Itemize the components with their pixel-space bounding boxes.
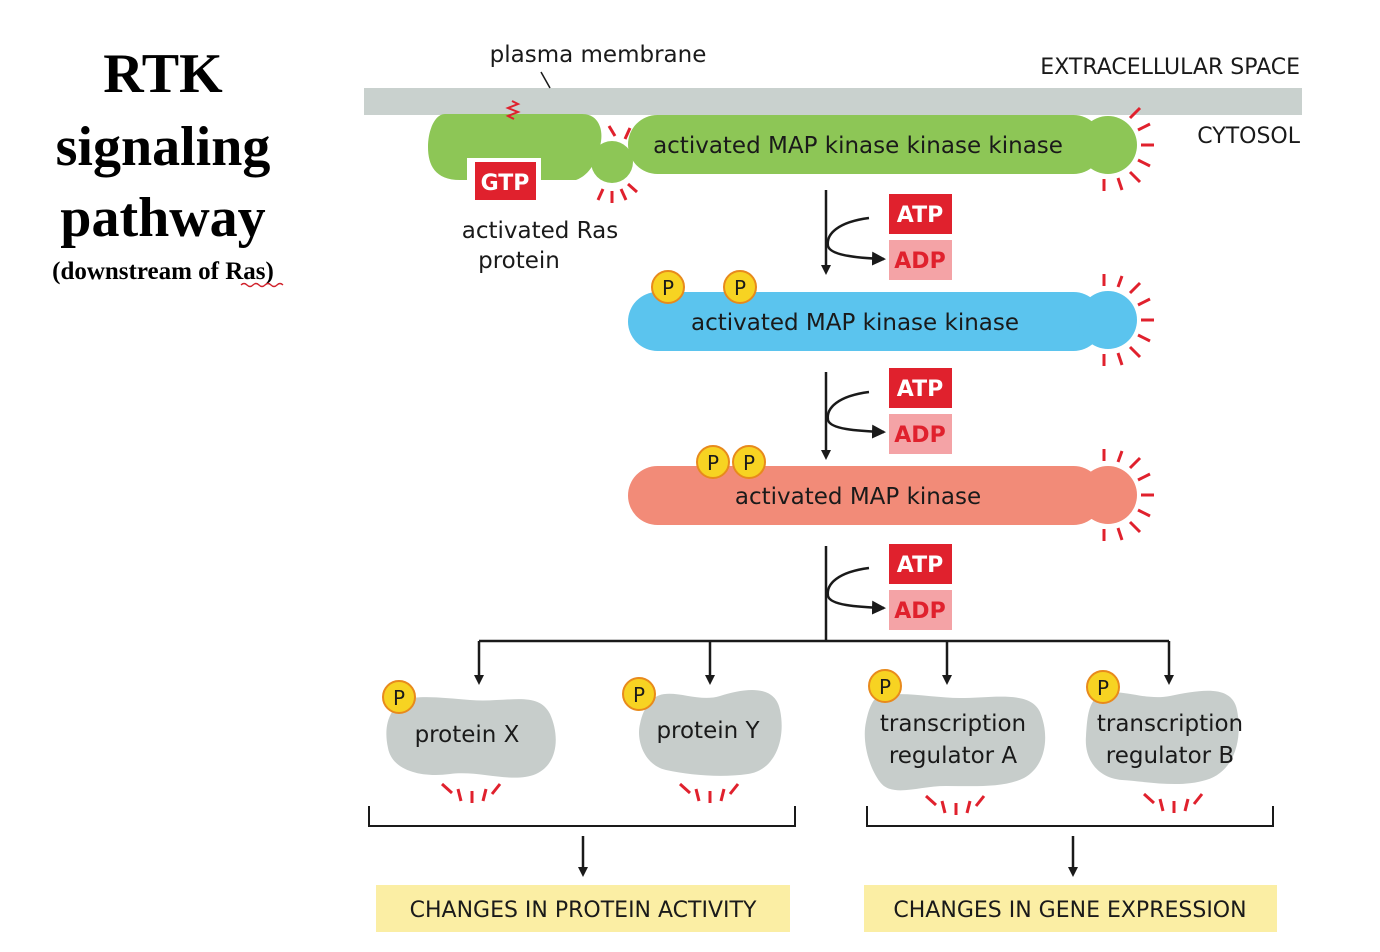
title-line-3: pathway: [60, 187, 265, 249]
phosphate-icon: P: [868, 669, 902, 703]
reg-b-activity-rays: [1142, 792, 1204, 813]
phosphate-icon: P: [622, 677, 656, 711]
title-subtitle: (downstream of Ras): [52, 258, 274, 285]
mapk-protein: activated MAP kinase P P: [628, 445, 1154, 541]
adp-badge-3: [889, 590, 952, 630]
protein-x-label: protein X: [415, 722, 520, 748]
phosphate-icon: P: [732, 445, 766, 479]
transcription-regulator-b: transcription regulator B P: [1085, 670, 1243, 813]
phosphate-icon: P: [651, 270, 685, 304]
phosphate-icon: P: [696, 445, 730, 479]
ras-label-line-2: protein: [478, 248, 560, 274]
svg-text:P: P: [393, 686, 405, 710]
ras-activity-rays: [596, 125, 638, 203]
plasma-membrane-label: plasma membrane: [490, 42, 707, 68]
svg-text:P: P: [879, 675, 891, 699]
reg-b-label-line-2: regulator B: [1106, 743, 1234, 769]
mapk-label: activated MAP kinase: [735, 484, 981, 510]
protein-y-activity-rays: [678, 782, 740, 803]
cytosol-label: CYTOSOL: [1197, 124, 1300, 149]
svg-text:P: P: [1097, 676, 1109, 700]
protein-x-activity-rays: [440, 782, 502, 803]
mapkkk-label: activated MAP kinase kinase kinase: [653, 133, 1063, 159]
spellcheck-underline: [240, 282, 284, 288]
svg-text:P: P: [734, 276, 746, 300]
reg-b-label-line-1: transcription: [1097, 711, 1243, 737]
reg-a-label-line-2: regulator A: [889, 743, 1018, 769]
outcome-protein-activity-label: CHANGES IN PROTEIN ACTIVITY: [410, 898, 757, 923]
mapkkk-protein: activated MAP kinase kinase kinase: [628, 106, 1154, 191]
gtp-label: GTP: [481, 171, 530, 196]
ras-protein: GTP activated Ras protein: [428, 100, 638, 274]
title-line-1: RTK: [103, 43, 223, 105]
phosphorylation-step-1: ATP ADP: [821, 190, 952, 280]
membrane-pointer: [540, 71, 551, 89]
svg-text:P: P: [662, 276, 674, 300]
svg-text:P: P: [743, 451, 755, 475]
lipid-anchor: [505, 100, 521, 120]
transcription-regulator-a: transcription regulator A P: [864, 669, 1046, 815]
outcome-protein-activity-box: [376, 885, 790, 932]
phosphate-icon: P: [382, 680, 416, 714]
adp-label-1: ADP: [894, 249, 945, 274]
gtp-badge: [475, 162, 536, 200]
phosphate-icon: P: [723, 270, 757, 304]
branch-arrows: [474, 639, 1174, 685]
plasma-membrane: [364, 88, 1302, 115]
atp-badge-2: [889, 368, 952, 408]
mapkk-protein: activated MAP kinase kinase P P: [628, 270, 1154, 366]
outcome-brackets: [368, 806, 1274, 877]
phosphate-icon: P: [1086, 670, 1120, 704]
outcome-gene-expression-label: CHANGES IN GENE EXPRESSION: [893, 898, 1246, 923]
outcome-gene-expression-box: [864, 885, 1277, 932]
mapkk-label: activated MAP kinase kinase: [691, 310, 1019, 336]
adp-label-2: ADP: [894, 423, 945, 448]
protein-y-label: protein Y: [656, 718, 760, 744]
extracellular-label: EXTRACELLULAR SPACE: [1040, 55, 1300, 80]
title-line-2: signaling: [56, 116, 271, 178]
atp-badge-3: [889, 544, 952, 584]
phosphorylation-step-2: ATP ADP: [821, 368, 952, 460]
protein-x: protein X P: [382, 680, 556, 803]
protein-y: protein Y P: [622, 677, 782, 803]
mapkkk-activity-rays: [1102, 106, 1154, 191]
atp-label-3: ATP: [897, 553, 943, 578]
ras-label-line-1: activated Ras: [462, 218, 619, 244]
adp-badge-1: [889, 240, 952, 280]
svg-text:P: P: [707, 451, 719, 475]
atp-badge-1: [889, 194, 952, 234]
atp-label-1: ATP: [897, 203, 943, 228]
mapkk-activity-rays: [1102, 274, 1154, 366]
reg-a-activity-rays: [924, 794, 986, 815]
adp-label-3: ADP: [894, 599, 945, 624]
reg-a-label-line-1: transcription: [880, 711, 1026, 737]
title-block: RTK signaling pathway (downstream of Ras…: [52, 43, 284, 288]
atp-label-2: ATP: [897, 377, 943, 402]
phosphorylation-step-3: ATP ADP: [824, 544, 952, 641]
svg-text:P: P: [633, 683, 645, 707]
mapk-activity-rays: [1102, 449, 1154, 541]
adp-badge-2: [889, 414, 952, 454]
